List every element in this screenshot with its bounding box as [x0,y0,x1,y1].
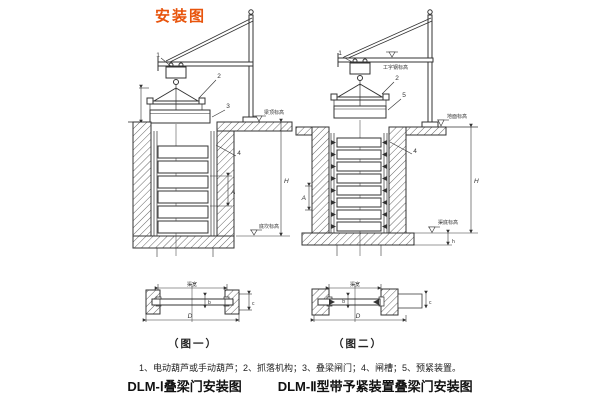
gate-chamber-2 [296,120,478,256]
plan2-D-dim [310,315,407,322]
caption-dlm2: DLM-Ⅱ型带予紧装置叠梁门安装图 [277,379,473,394]
figure2-caption: （图二） [333,337,383,350]
callout-leaders-2 [343,57,412,154]
elevation-label-top: 梁顶标高 [264,109,284,116]
dim-A [210,172,232,206]
elevation-label-bottom: 底坎标高 [259,223,279,230]
electric-hoist [166,62,186,90]
plan2-dim-D: D [356,313,361,320]
plan-view-figure-2 [310,284,428,322]
plan2-dim-b: b [342,299,345,305]
pretension-clamps [331,140,387,229]
callout-leaders [161,58,236,156]
stacked-beams-2 [337,138,381,231]
dim-h-small [414,229,452,245]
callout-5: 5 [402,92,406,99]
gate-chamber [128,117,292,257]
stoplog-beam [150,110,210,123]
elevation-label-bottom: 渠底标高 [438,219,458,226]
callout-2: 2 [217,73,221,80]
plan1-dim-b: b [208,300,211,306]
dlm2-elevation-view [296,9,478,256]
dim-label-H: H [474,178,479,185]
elevation-marks-2 [428,119,449,234]
plan-view-figure-1 [142,284,252,322]
dlm1-elevation-view [128,9,292,257]
plan2-dim-c: c [429,300,432,306]
dim-label-h: h [452,239,455,245]
parts-legend: 1、电动葫芦或手动葫芦；2、抓落机构；3、叠梁闸门；4、闸槽；5、预紧装置。 [138,363,462,373]
grab-mechanism-2 [331,84,389,106]
callout-3: 3 [226,103,230,110]
dim-A-2 [305,182,312,210]
page-title: 安装图 [155,8,207,25]
plan1-width-label: 渠宽 [187,281,197,288]
grab-height-dim [139,84,149,124]
plan1-dim-D: D [188,313,193,320]
elevation-marks [250,115,266,236]
stoplog-beam-2 [334,106,386,118]
dim-H-2 [414,123,478,233]
elevation-label-ibeam: 工字钢标高 [383,64,408,71]
callout-2: 2 [395,75,399,82]
dim-label-H: H [284,178,289,185]
plan1-dim-c: c [252,301,255,307]
callout-4: 4 [237,150,241,157]
stacked-beams [158,146,208,233]
electric-hoist-2 [350,58,370,86]
plan1-D-dim [142,314,239,322]
dim-label-A: A [301,195,306,202]
plan2-width-label: 渠宽 [350,281,360,288]
callout-1: 1 [338,50,342,57]
elevation-label-ground: 地面标高 [447,113,467,120]
callout-4: 4 [413,148,417,155]
plan1-c-dim [239,290,252,311]
dim-label-A: A [230,189,235,196]
figure1-caption: （图一） [168,337,218,350]
jib-crane-2 [338,9,438,127]
callout-1: 1 [156,52,160,59]
ibeam-elevation-mark [386,51,398,58]
caption-dlm1: DLM-Ⅰ叠梁门安装图 [127,379,242,394]
grab-mechanism [147,88,205,110]
drawing-captions: DLM-Ⅰ叠梁门安装图 DLM-Ⅱ型带予紧装置叠梁门安装图 [0,376,600,395]
dim-H [236,118,290,236]
